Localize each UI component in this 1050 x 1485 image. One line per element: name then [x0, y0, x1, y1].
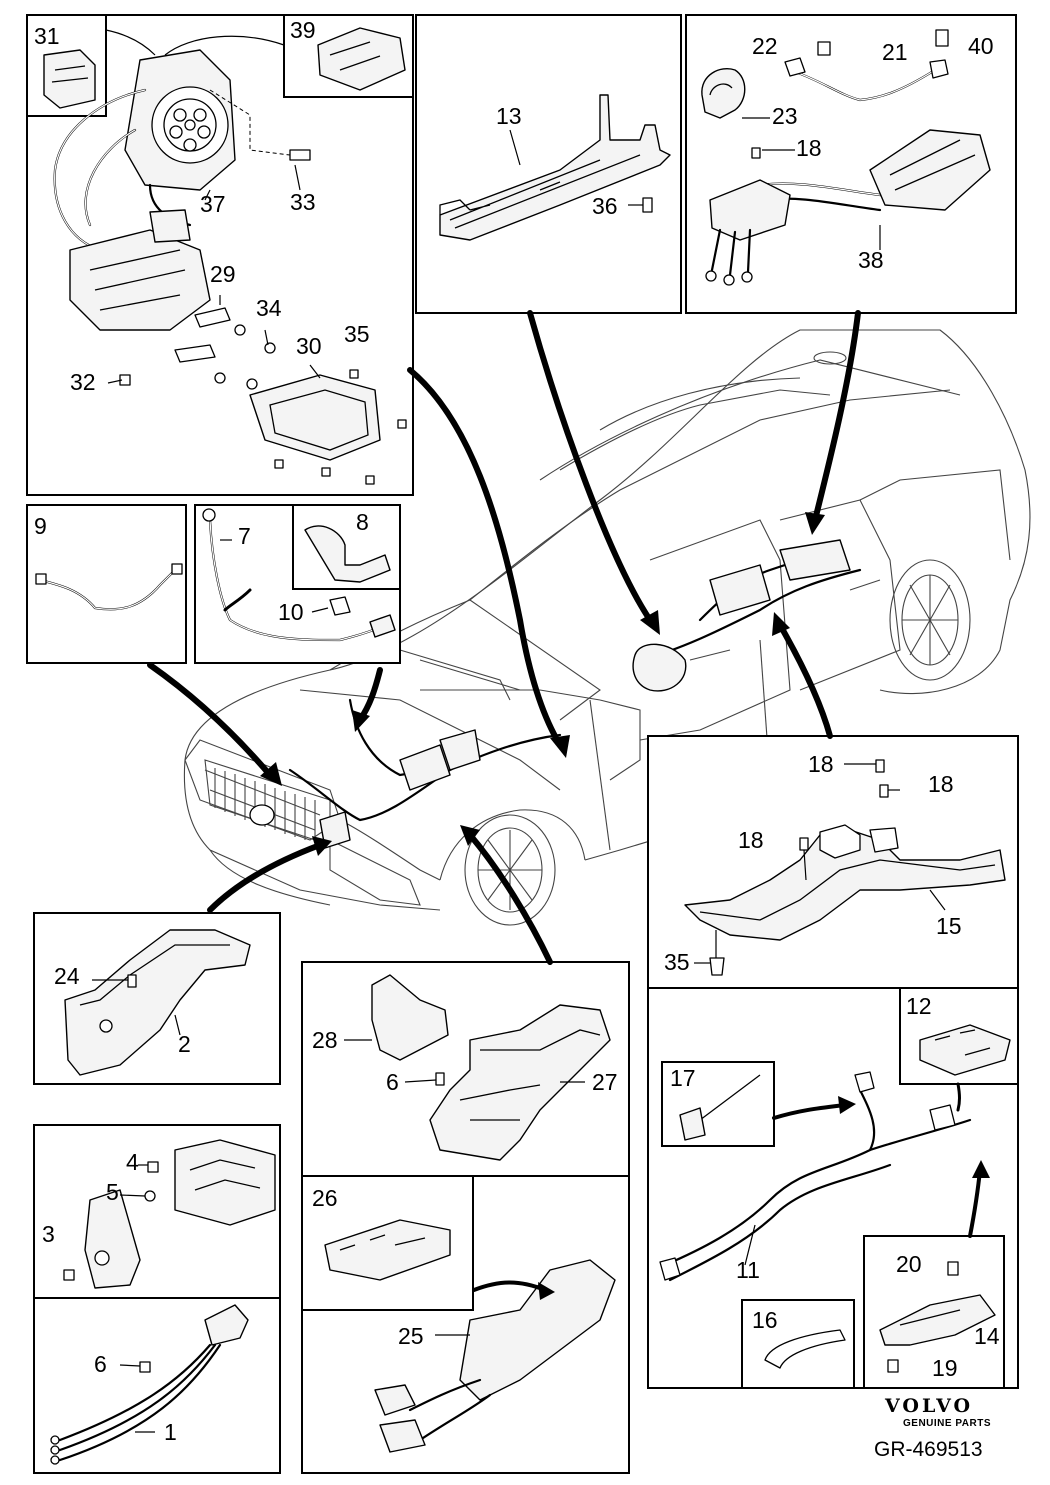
callout-29: 29 [210, 261, 236, 287]
callout-18: 18 [808, 751, 834, 777]
callout-6: 6 [94, 1351, 107, 1377]
brand-subtitle: GENUINE PARTS [903, 1418, 991, 1429]
callout-8: 8 [356, 509, 369, 535]
callout-14: 14 [974, 1323, 1000, 1349]
callout-4: 4 [126, 1149, 139, 1175]
callout-40: 40 [968, 33, 994, 59]
callout-16: 16 [752, 1307, 778, 1333]
pointer-arrows [147, 310, 861, 965]
callout-30: 30 [296, 333, 322, 359]
callout-9: 9 [34, 513, 47, 539]
car-illustration [183, 329, 1031, 926]
callout-32: 32 [70, 369, 96, 395]
callout-5: 5 [106, 1179, 119, 1205]
callout-18: 18 [928, 771, 954, 797]
panel-harness-15 [647, 735, 1019, 989]
callout-36: 36 [592, 193, 618, 219]
callout-25: 25 [398, 1323, 424, 1349]
callout-19: 19 [932, 1355, 958, 1381]
callout-2: 2 [178, 1031, 191, 1057]
panel-harness-25 [301, 1175, 630, 1474]
callout-1: 1 [164, 1419, 177, 1445]
callout-21: 21 [882, 39, 908, 65]
callout-12: 12 [906, 993, 932, 1019]
callout-18: 18 [738, 827, 764, 853]
callout-17: 17 [670, 1065, 696, 1091]
callout-18: 18 [796, 135, 822, 161]
callout-35: 35 [664, 949, 690, 975]
callout-15: 15 [936, 913, 962, 939]
panel-bracket-2 [33, 912, 281, 1085]
callout-13: 13 [496, 103, 522, 129]
callout-34: 34 [256, 295, 282, 321]
panel-charging-inlet [26, 14, 414, 496]
car-wiring-harness [288, 539, 862, 849]
panel-harness-11 [647, 987, 1019, 1389]
callout-22: 22 [752, 33, 778, 59]
callout-11: 11 [736, 1257, 760, 1283]
panel-cable-7 [194, 504, 401, 664]
callout-6: 6 [386, 1069, 399, 1095]
callout-39: 39 [290, 17, 316, 43]
callout-28: 28 [312, 1027, 338, 1053]
callout-20: 20 [896, 1251, 922, 1277]
footer-branding: VOLVO GENUINE PARTS GR-469513 [874, 1395, 991, 1461]
callout-26: 26 [312, 1185, 338, 1211]
callout-31: 31 [34, 23, 60, 49]
callout-23: 23 [772, 103, 798, 129]
callout-10: 10 [278, 599, 304, 625]
callout-7: 7 [238, 523, 251, 549]
callout-38: 38 [858, 247, 884, 273]
callout-37: 37 [200, 191, 226, 217]
panel-bracket-27 [301, 961, 630, 1177]
panel-cable-1 [33, 1297, 281, 1474]
panel-cable-harness-38 [685, 14, 1017, 314]
callout-35: 35 [344, 321, 370, 347]
callout-3: 3 [42, 1221, 55, 1247]
panel-bracket [415, 14, 682, 314]
panel-cable-9 [26, 504, 187, 664]
panel-bracket-3 [33, 1124, 281, 1299]
diagram-reference: GR-469513 [874, 1438, 983, 1461]
callout-33: 33 [290, 189, 316, 215]
brand-logo-text: VOLVO [884, 1395, 973, 1417]
callout-24: 24 [54, 963, 80, 989]
callout-27: 27 [592, 1069, 618, 1095]
